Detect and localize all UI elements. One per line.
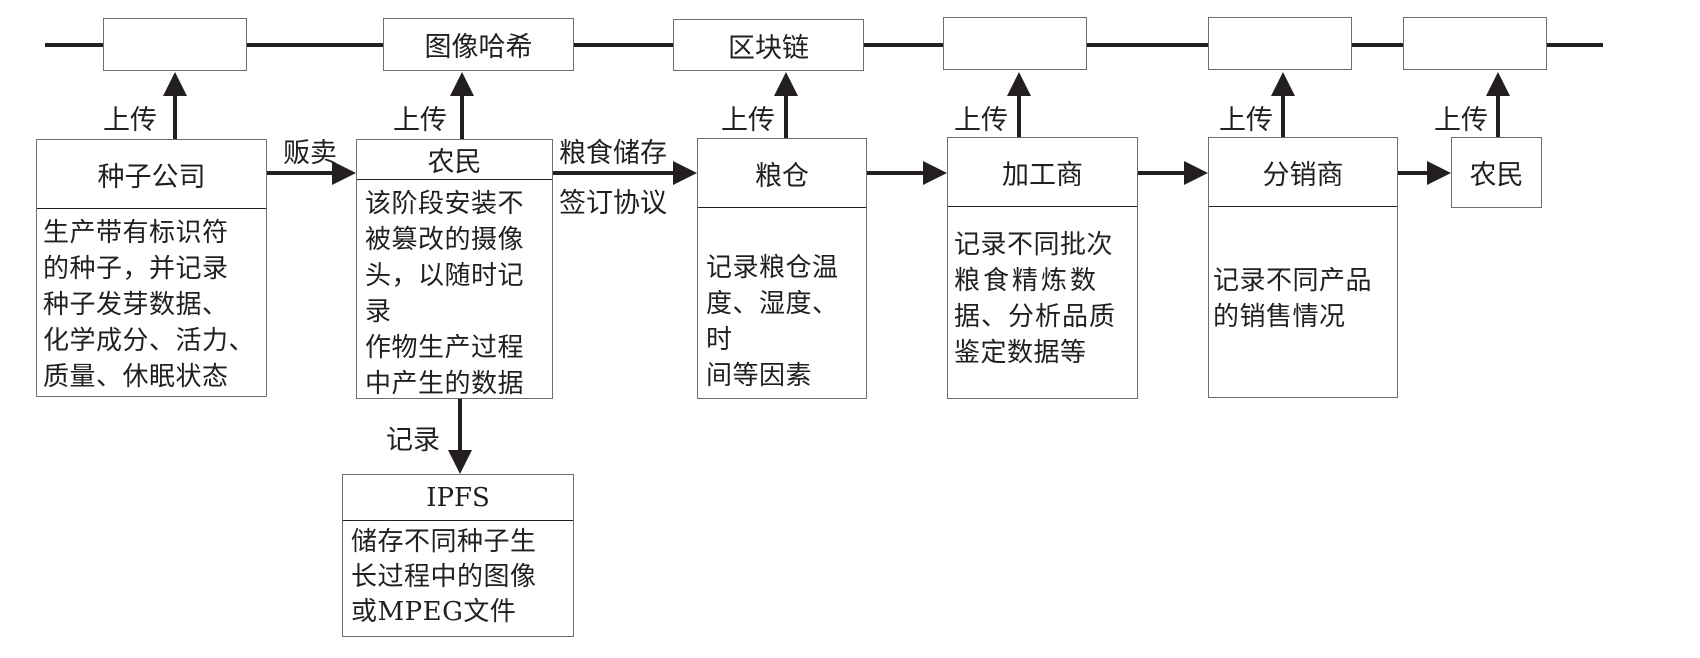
chain-block-blockchain: 区块链 xyxy=(673,19,864,71)
upload-label-granary: 上传 xyxy=(721,105,775,136)
distributor-box: 分销商 记录不同产品 的销售情况 xyxy=(1208,137,1398,398)
distributor-description: 记录不同产品 的销售情况 xyxy=(1213,266,1373,332)
seed-company-box: 种子公司 生产带有标识符 的种子，并记录 种子发芽数据、 化学成分、活力、 质量… xyxy=(36,139,267,397)
processor-box: 加工商 记录不同批次 粮食精炼数 据、分析品质 鉴定数据等 xyxy=(947,137,1138,399)
farmer-description: 该阶段安装不 被篡改的摄像 头，以随时记录 作物生产过程 中产生的数据 xyxy=(365,189,525,399)
farmer-title: 农民 xyxy=(357,140,552,180)
blockchain-label: 区块链 xyxy=(728,32,809,64)
chain-block-1 xyxy=(103,18,247,71)
upload-label-distributor: 上传 xyxy=(1219,105,1273,136)
chain-block-4 xyxy=(943,17,1087,70)
ipfs-title: IPFS xyxy=(343,475,573,521)
processor-description: 记录不同批次 粮食精炼数 据、分析品质 鉴定数据等 xyxy=(954,230,1117,368)
granary-title: 粮仓 xyxy=(698,139,866,208)
chain-block-image-hash: 图像哈希 xyxy=(383,18,574,71)
end-farmer-title: 农民 xyxy=(1469,159,1524,191)
processor-title: 加工商 xyxy=(948,138,1137,207)
ipfs-box: IPFS 储存不同种子生 长过程中的图像 或MPEG文件 xyxy=(342,474,574,637)
chain-block-6 xyxy=(1403,17,1547,70)
end-farmer-box: 农民 xyxy=(1451,137,1542,208)
image-hash-label: 图像哈希 xyxy=(424,32,533,63)
chain-block-5 xyxy=(1208,17,1352,70)
upload-label-farmer: 上传 xyxy=(393,105,447,136)
sell-label: 贩卖 xyxy=(283,138,337,169)
ipfs-description: 储存不同种子生 长过程中的图像 或MPEG文件 xyxy=(351,527,537,627)
granary-description: 记录粮仓温 度、湿度、时 间等因素 xyxy=(706,253,839,391)
seed-company-title: 种子公司 xyxy=(37,140,266,209)
storage-label-top: 粮食储存 xyxy=(559,138,667,169)
storage-label-bottom: 签订协议 xyxy=(559,188,667,219)
distributor-title: 分销商 xyxy=(1209,138,1397,207)
upload-label-seed: 上传 xyxy=(103,105,157,136)
upload-arrows xyxy=(163,72,1510,139)
upload-label-processor: 上传 xyxy=(954,105,1008,136)
seed-company-description: 生产带有标识符 的种子，并记录 种子发芽数据、 化学成分、活力、 质量、休眠状态 xyxy=(43,218,256,392)
farmer-box: 农民 该阶段安装不 被篡改的摄像 头，以随时记录 作物生产过程 中产生的数据 xyxy=(356,139,553,399)
upload-label-end-farmer: 上传 xyxy=(1434,105,1488,136)
granary-box: 粮仓 记录粮仓温 度、湿度、时 间等因素 xyxy=(697,138,867,399)
record-label: 记录 xyxy=(386,425,440,456)
flow-arrows xyxy=(267,161,1451,474)
